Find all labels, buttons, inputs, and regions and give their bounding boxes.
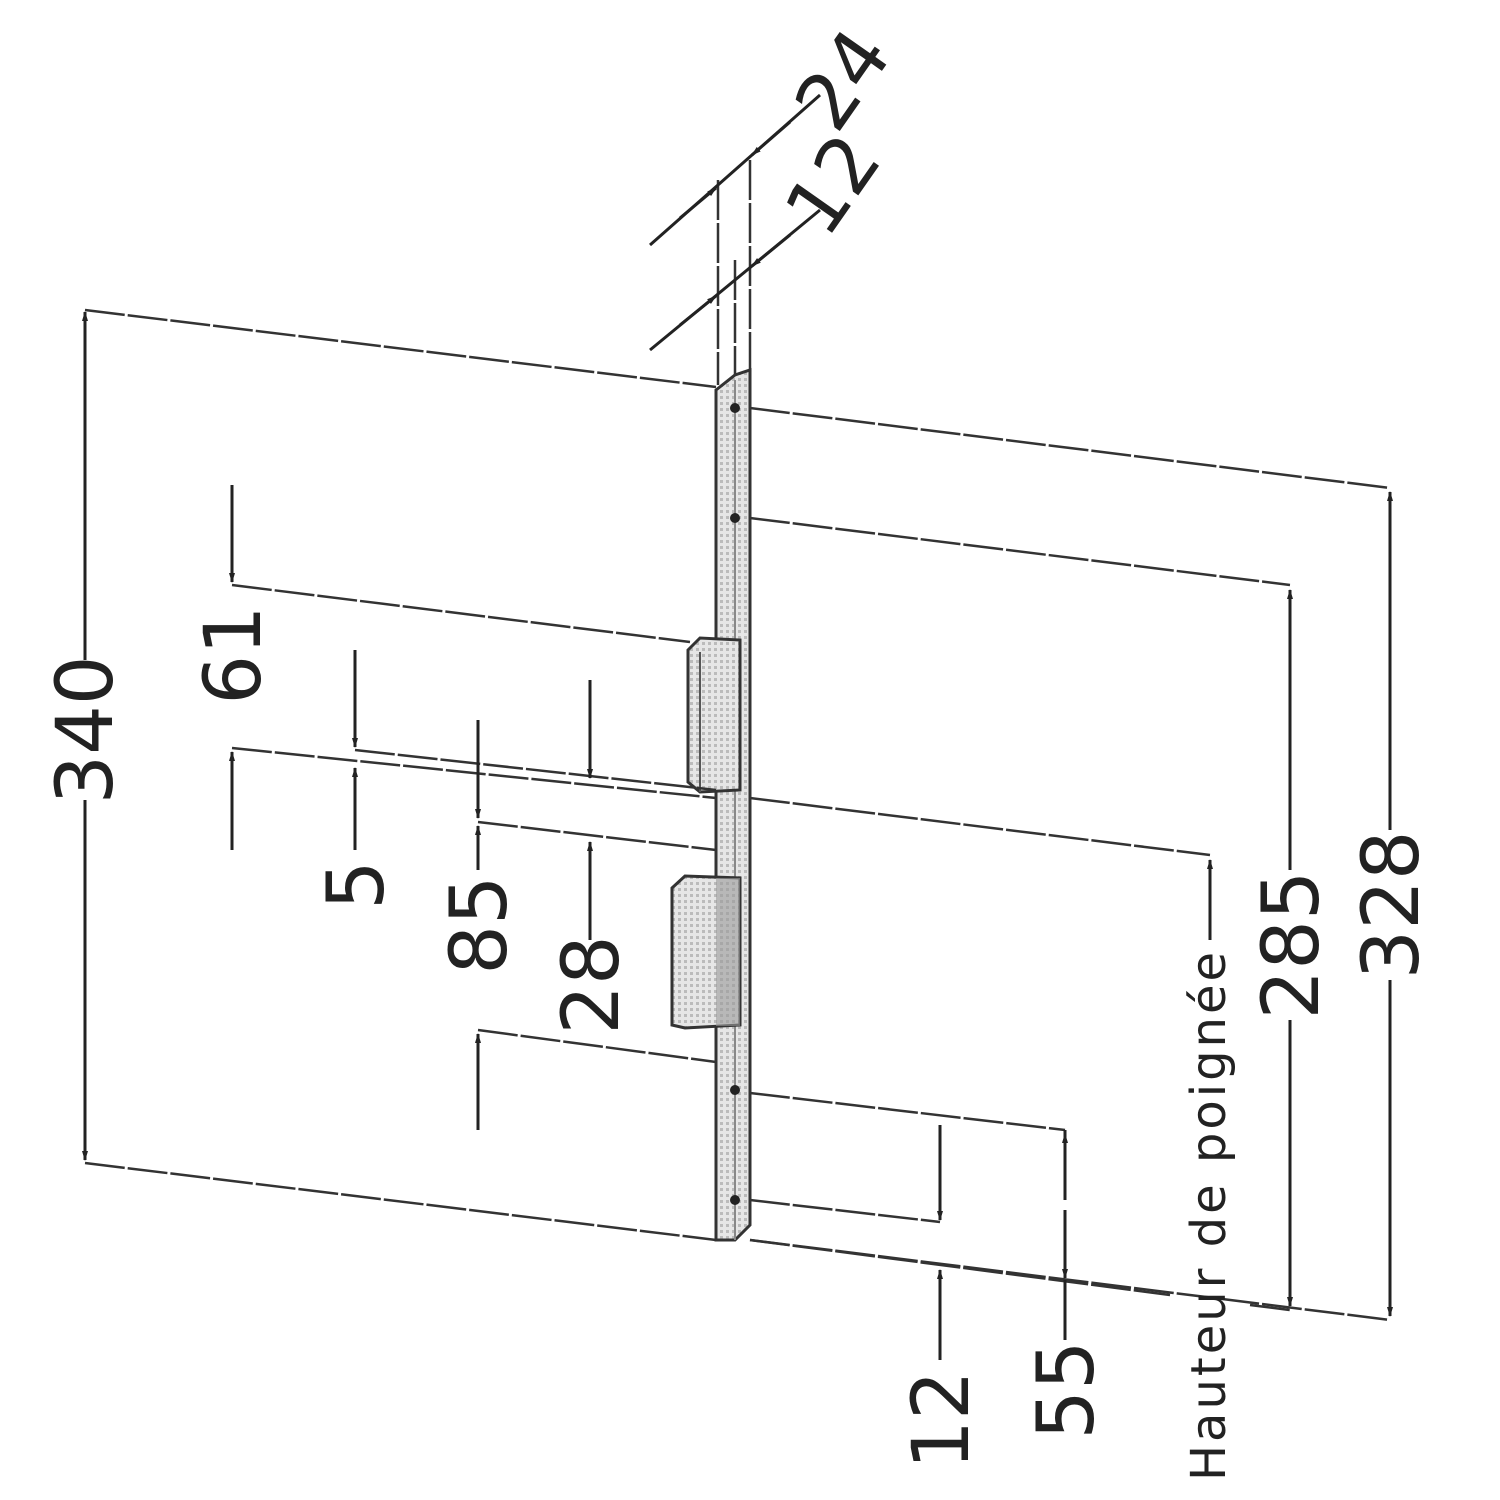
dim-label-328: 328 [1347,831,1437,980]
dim-label-12-bottom: 12 [897,1370,987,1469]
dimension-55: 55 [749,1091,1112,1440]
dim-label-5: 5 [312,860,402,910]
handle-height-label: Hauteur de poignée [1181,949,1237,1481]
dimension-61: 61 [189,485,717,850]
dimension-5: 5 [312,650,717,910]
dimension-85: 85 [435,720,717,1130]
dim-label-85: 85 [435,875,525,974]
dimension-28: 28 [547,680,637,1035]
dimension-12-bottom: 12 [749,1125,987,1470]
dim-label-55: 55 [1022,1340,1112,1439]
dimension-340: 340 [41,308,717,1242]
dimension-12-top: 12 [649,119,899,375]
dimension-handle-height: Hauteur de poignée [749,796,1237,1481]
dimension-328: 328 [749,406,1437,1322]
dim-label-24: 24 [778,14,909,147]
latch-bolt [686,636,742,794]
lock-faceplate [714,367,752,1242]
dimension-285: 285 [749,516,1337,1312]
dim-label-340: 340 [41,656,131,805]
dim-label-28: 28 [547,935,637,1034]
dead-bolt [670,874,742,1030]
dim-label-61: 61 [189,605,279,704]
dim-label-285: 285 [1247,871,1337,1020]
dim-label-12-top: 12 [768,119,899,252]
